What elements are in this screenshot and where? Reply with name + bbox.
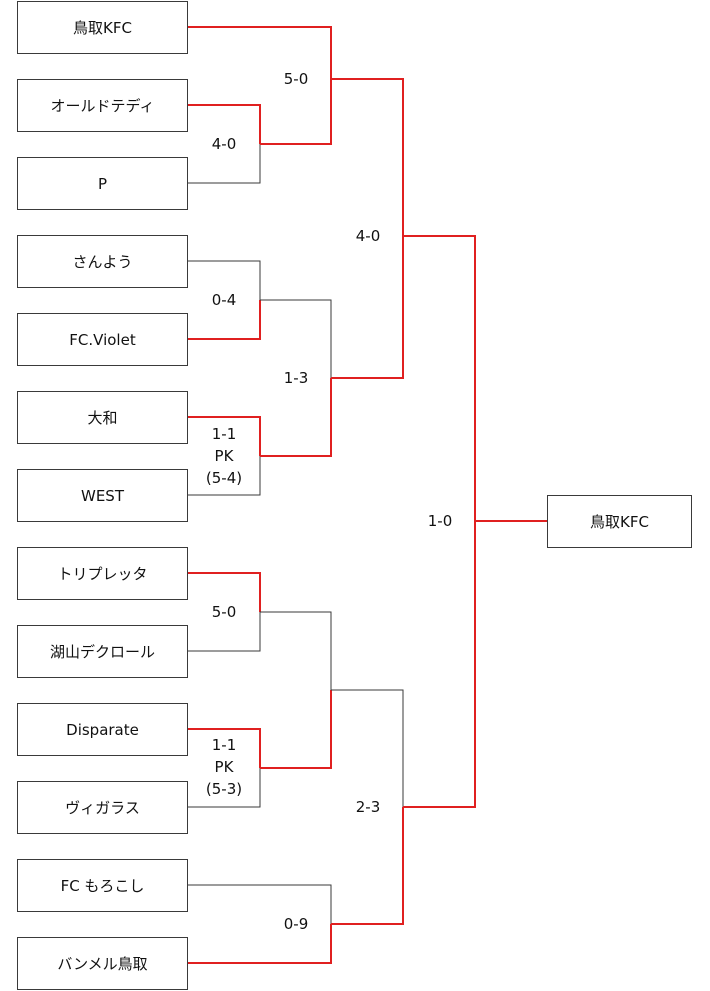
team-box-vigaras: ヴィガラス: [17, 781, 188, 834]
bracket-line-sanyou-to-r1: [188, 260, 261, 300]
champion-box: 鳥取KFC: [547, 495, 692, 548]
team-box-yamato: 大和: [17, 391, 188, 444]
bracket-line-violet-to-r1: [188, 300, 261, 340]
team-box-tottori-kfc: 鳥取KFC: [17, 1, 188, 54]
team-name: FC もろこし: [60, 877, 145, 895]
bracket-line-bammel-to-r1: [188, 924, 332, 964]
team-box-triple: トリプレッタ: [17, 547, 188, 600]
score-disparate-vs-vigaras: 1-1 PK (5-3): [205, 736, 243, 798]
bracket-line-disparate-to-r2: [260, 690, 332, 769]
score-semifinal-bottom: 2-3: [355, 798, 381, 816]
bracket-line-west-to-r1: [188, 456, 261, 496]
bracket-line-yamato-to-r2: [260, 378, 332, 457]
team-box-west: WEST: [17, 469, 188, 522]
score-yamato-vs-west: 1-1 PK (5-4): [205, 425, 243, 487]
bracket-line-oldteddy-to-r1: [188, 104, 261, 144]
team-name: ヴィガラス: [65, 799, 140, 817]
score-oldteddy-vs-p: 4-0: [211, 135, 237, 153]
score-sanyou-vs-violet: 0-4: [211, 291, 237, 309]
score-final: 1-0: [427, 512, 453, 530]
team-name: WEST: [81, 486, 124, 505]
bracket-line-triple-to-r2: [260, 611, 332, 690]
team-box-disparate: Disparate: [17, 703, 188, 756]
bracket-line-yamato-r2-to-r3: [331, 236, 404, 379]
team-name: さんよう: [72, 253, 133, 271]
bracket-line-triple-to-r1: [188, 572, 261, 612]
score-triple-vs-koyama: 5-0: [211, 603, 237, 621]
bracket-line-disparate-r2-to-r3: [331, 689, 404, 807]
bracket-line-vigaras-to-r1: [188, 768, 261, 808]
champion-name: 鳥取KFC: [590, 513, 649, 531]
score-semifinal-top: 4-0: [355, 227, 381, 245]
bracket-line-kfc-r2-to-r3: [331, 78, 404, 236]
team-box-bammel-tottori: バンメル鳥取: [17, 937, 188, 990]
bracket-line-koyama-to-r1: [188, 612, 261, 652]
score-violet-vs-yamato: 1-3: [283, 369, 309, 387]
bracket-line-morokoshi-to-r1: [188, 884, 332, 924]
bracket-line-bottom-semi-to-final: [403, 521, 476, 808]
bracket-line-bammel-to-r3: [331, 807, 404, 925]
bracket-line-p-to-r1: [188, 144, 261, 184]
bracket-line-violet-to-r2: [260, 299, 332, 378]
bracket-line-kfc-to-r2: [188, 26, 332, 79]
bracket-line-yamato-to-r1: [188, 416, 261, 456]
team-name: Disparate: [66, 720, 139, 739]
bracket-line-oldteddy-to-r2: [260, 79, 332, 145]
team-box-p: P: [17, 157, 188, 210]
bracket-line-disparate-to-r1: [188, 728, 261, 768]
team-name: 大和: [87, 409, 118, 427]
team-name: FC.Violet: [69, 330, 136, 349]
team-name: バンメル鳥取: [57, 955, 148, 973]
team-name: 鳥取KFC: [73, 19, 132, 37]
team-name: 湖山デクロール: [49, 643, 155, 661]
team-name: P: [97, 174, 108, 193]
team-box-sanyou: さんよう: [17, 235, 188, 288]
team-name: オールドテディ: [50, 97, 155, 115]
score-morokoshi-vs-bammel: 0-9: [283, 915, 309, 933]
team-name: トリプレッタ: [57, 565, 148, 583]
bracket-line-top-semi-to-final: [403, 235, 476, 521]
score-kfc-vs-oldteddy: 5-0: [283, 70, 309, 88]
team-box-fc-morokoshi: FC もろこし: [17, 859, 188, 912]
team-box-old-teddy: オールドテディ: [17, 79, 188, 132]
team-box-koyama-decroal: 湖山デクロール: [17, 625, 188, 678]
team-box-fc-violet: FC.Violet: [17, 313, 188, 366]
